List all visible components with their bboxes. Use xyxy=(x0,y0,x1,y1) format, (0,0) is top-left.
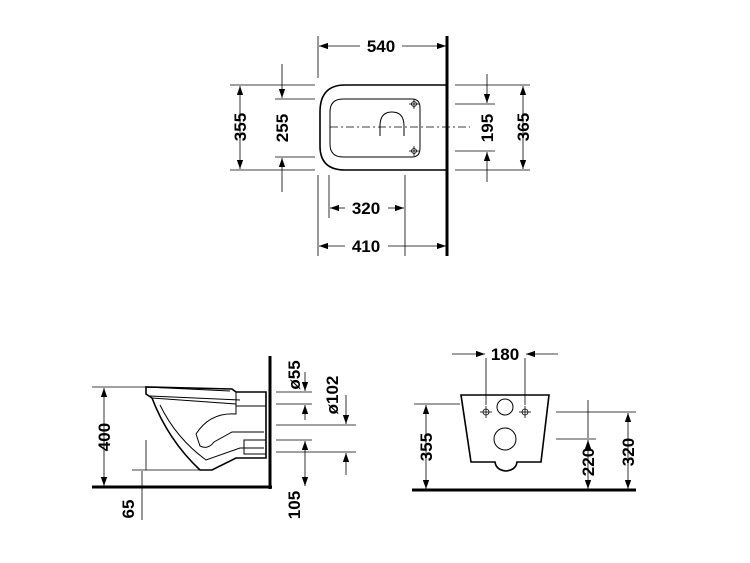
dim-label-depth-inner: 255 xyxy=(273,114,292,142)
rear-view-waste-outlet xyxy=(493,427,517,451)
rear-view-bowl-outline xyxy=(460,394,550,472)
dim-label-waste-diameter: ø55 xyxy=(285,360,304,389)
top-view-bowl-inner xyxy=(329,98,421,158)
dim-label-depth-outer: 355 xyxy=(231,113,250,141)
side-view: 400 65 ø55 ø102 105 xyxy=(92,356,356,520)
rear-view: 180 355 320 220 xyxy=(412,345,638,492)
rear-view-water-inlet xyxy=(496,398,514,416)
dim-label-depth-total: 365 xyxy=(514,113,533,141)
dim-label-outlet-centre-height: 220 xyxy=(579,448,598,476)
dim-label-outlet-diameter: ø102 xyxy=(323,376,342,415)
top-view: 540 355 255 195 365 320 410 xyxy=(230,36,533,256)
side-view-outlet-bracket xyxy=(243,439,267,455)
dim-label-pan-offset: 65 xyxy=(119,500,138,519)
dim-label-height-rim: 400 xyxy=(95,423,114,451)
top-view-fixing-mark xyxy=(409,99,419,109)
side-view-trap xyxy=(151,397,264,448)
dim-label-fixing-height: 320 xyxy=(619,438,638,466)
side-view-trap-inner xyxy=(159,404,264,461)
dim-label-outlet-height: 105 xyxy=(285,491,304,519)
rear-view-fixing-mark xyxy=(480,406,492,418)
top-view-bowl-outline xyxy=(319,84,447,171)
dim-label-seat-length: 410 xyxy=(352,237,380,256)
side-view-wall-bracket xyxy=(235,391,267,407)
rear-view-fixing-mark xyxy=(519,406,531,418)
dim-label-rim-height: 355 xyxy=(417,433,436,461)
side-view-seat xyxy=(145,386,241,401)
dim-label-fixing-width: 180 xyxy=(491,345,519,364)
dim-label-width-overall: 540 xyxy=(367,37,395,56)
side-view-bowl-outline xyxy=(145,386,267,471)
top-view-waste-opening xyxy=(379,111,405,136)
top-view-fixing-mark xyxy=(409,146,419,156)
dim-label-fixing-spacing: 195 xyxy=(478,114,497,142)
dim-label-bowl-length: 320 xyxy=(352,199,380,218)
